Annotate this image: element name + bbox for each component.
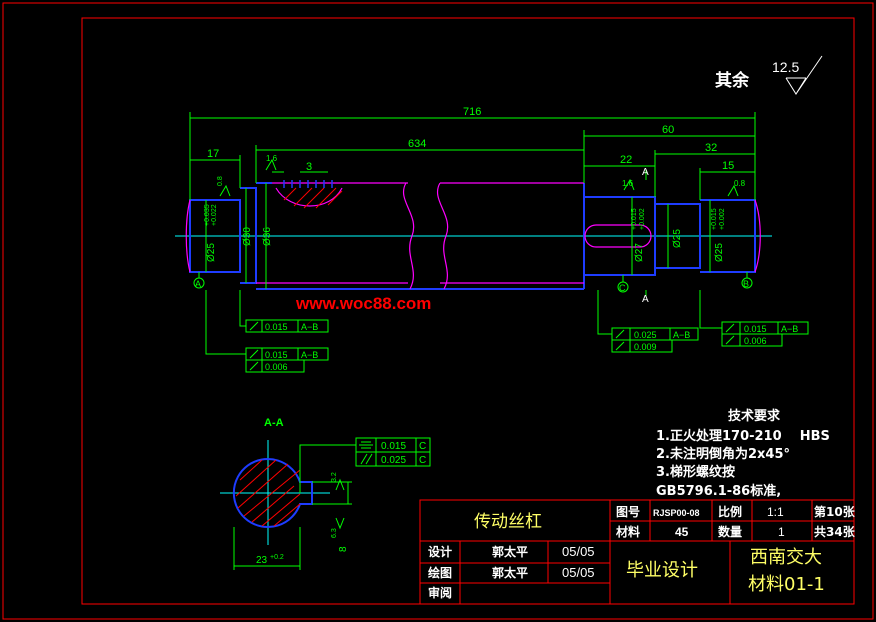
datum-a: A <box>195 279 201 289</box>
dim-thread-length: 634 <box>408 138 426 150</box>
total-sheets: 共34张 <box>814 524 856 539</box>
section-sym-datum: C <box>419 441 426 452</box>
thread-hatch <box>283 187 343 209</box>
sheet-number: 第10张 <box>814 504 856 519</box>
review-label: 审阅 <box>428 585 452 600</box>
gdt-frame-mid <box>611 327 699 353</box>
gdt-mid-tol2: 0.009 <box>634 342 657 352</box>
gdt-frame-left-upper <box>245 319 329 333</box>
gdt-left-lower-tol2: 0.006 <box>265 362 288 372</box>
rough-right: 0.8 <box>734 179 746 188</box>
gdt-right-datum1: A−B <box>781 324 798 334</box>
dim-key-tol-upper: +0.015 <box>631 208 638 230</box>
drawing-no-label: 图号 <box>616 504 640 519</box>
dimension-lines <box>189 112 756 289</box>
tech-req-line3: 3.梯形螺纹按 <box>656 464 735 480</box>
section-width-tol: +0.2 <box>270 554 284 561</box>
part-name: 传动丝杠 <box>474 512 542 532</box>
dim-right-tol-lower: +0.002 <box>719 208 726 230</box>
qty-label: 数量 <box>718 524 742 539</box>
tech-req-title: 技术要求 <box>728 408 781 424</box>
dim-key-tol-lower: +0.002 <box>639 208 646 230</box>
designer: 郭太平 <box>492 544 528 559</box>
datum-c: C <box>619 283 626 293</box>
dim-left-tol-upper: +0.035 <box>204 204 211 226</box>
rough-key: 1.6 <box>622 179 634 188</box>
tech-req-line1: 1.正火处理170-210 HBS <box>656 428 830 444</box>
class-name: 材料01-1 <box>748 574 825 595</box>
dim-right-dia: Ø25 <box>672 229 683 248</box>
dim-right-tol-upper: +0.015 <box>711 208 718 230</box>
section-title: A-A <box>264 417 284 429</box>
section-width-dim: 23 <box>256 555 268 566</box>
gdt-leaders <box>205 290 722 355</box>
gdt-frame-right <box>721 321 809 347</box>
project-name: 毕业设计 <box>626 560 698 581</box>
gdt-right-tol2: 0.006 <box>744 336 767 346</box>
section-depth-dim: 8 <box>338 546 349 552</box>
material-value: 45 <box>675 525 689 539</box>
shaft-outline <box>189 182 756 290</box>
dim-root-dia: Ø36 <box>262 227 273 246</box>
drawing-no: RJSP00-08 <box>653 508 700 518</box>
material-label: 材料 <box>615 524 640 539</box>
dim-key-dia: Ø27 <box>634 243 645 262</box>
dim-shoulder-dia: Ø30 <box>242 227 253 246</box>
rough-left: 0.8 <box>217 176 224 186</box>
draw-date: 05/05 <box>562 565 595 580</box>
title-block <box>419 499 855 605</box>
school-name: 西南交大 <box>750 547 822 568</box>
gdt-right-tol1: 0.015 <box>744 324 767 334</box>
gdt-mid-tol1: 0.025 <box>634 330 657 340</box>
draw-label: 绘图 <box>428 565 452 580</box>
section-hatch <box>235 459 301 527</box>
dim-left-end: 17 <box>207 148 219 160</box>
dim-overall: 716 <box>463 106 481 118</box>
gdt-left-upper-tol: 0.015 <box>265 322 288 332</box>
section-par-tol: 0.025 <box>381 455 406 466</box>
section-dims <box>233 444 356 570</box>
dim-left-dia: Ø25 <box>206 243 217 262</box>
section-rough-side: 3.2 <box>331 472 338 482</box>
datum-markers <box>193 170 753 296</box>
tech-req-line4: GB5796.1-86标准, <box>656 483 781 499</box>
section-mark-bottom: A <box>642 294 649 305</box>
roughness-label: 其余 <box>715 70 750 91</box>
drawer: 郭太平 <box>492 565 528 580</box>
section-mark-top: A <box>642 167 649 178</box>
gdt-left-lower-tol1: 0.015 <box>265 350 288 360</box>
scale-value: 1:1 <box>767 505 784 519</box>
roughness-symbol <box>785 55 823 95</box>
section-sym-tol: 0.015 <box>381 441 406 452</box>
section-gdt <box>355 437 431 467</box>
roughness-value: 12.5 <box>772 59 799 75</box>
section-rough-bottom: 6.3 <box>331 528 338 538</box>
rough-thread: 1.6 <box>266 154 278 163</box>
thread-detail <box>185 182 761 290</box>
roughness-marks <box>219 158 739 197</box>
tech-req-line2: 2.未注明倒角为2x45° <box>656 446 790 462</box>
gdt-mid-datum1: A−B <box>673 330 690 340</box>
dim-right-step: 15 <box>722 160 734 172</box>
dim-right-length: 60 <box>662 124 674 136</box>
section-par-datum: C <box>419 455 426 466</box>
watermark: www.woc88.com <box>295 294 431 313</box>
dim-left-tol-lower: +0.022 <box>211 204 218 226</box>
design-date: 05/05 <box>562 544 595 559</box>
gdt-left-upper-datum: A−B <box>301 322 318 332</box>
scale-label: 比例 <box>718 504 742 519</box>
dim-right-end-dia: Ø25 <box>714 243 725 262</box>
thread-teeth <box>283 180 333 188</box>
gdt-frame-left-lower <box>245 347 329 373</box>
qty-value: 1 <box>778 525 785 539</box>
datum-b: B <box>743 279 749 289</box>
dim-key-length: 22 <box>620 154 632 166</box>
design-label: 设计 <box>428 544 452 559</box>
section-view <box>220 440 330 545</box>
gdt-left-lower-datum1: A−B <box>301 350 318 360</box>
dim-right-end: 32 <box>705 142 717 154</box>
dim-thread-pitch: 3 <box>306 161 312 173</box>
